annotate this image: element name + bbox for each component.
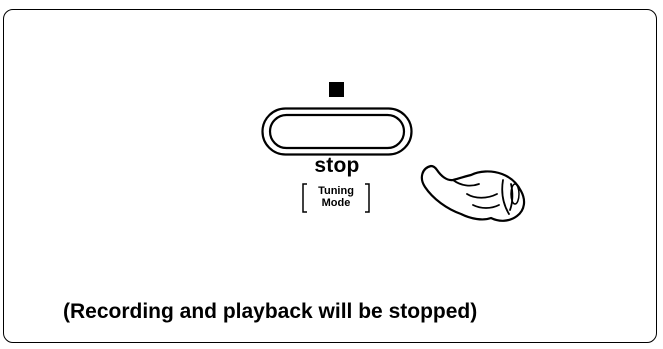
stop-label: stop bbox=[274, 154, 400, 178]
diagram-panel: stop Tuning Mode (Recording and playback… bbox=[3, 9, 657, 343]
stop-button[interactable] bbox=[261, 107, 413, 156]
stop-square-icon bbox=[329, 82, 344, 97]
caption: (Recording and playback will be stopped) bbox=[63, 299, 623, 325]
tuning-mode-label: Tuning Mode bbox=[300, 182, 372, 214]
tuning-text: Tuning bbox=[310, 185, 362, 197]
pointing-hand-icon bbox=[417, 158, 535, 228]
mode-text: Mode bbox=[310, 197, 362, 209]
